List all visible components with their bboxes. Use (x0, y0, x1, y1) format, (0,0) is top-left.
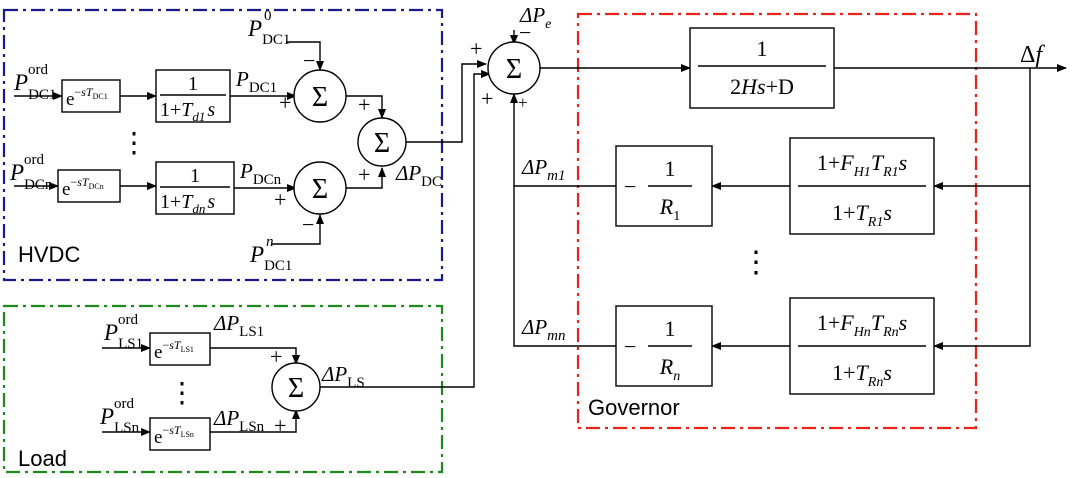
delay-lsn-expr: e−sTLSn (154, 423, 194, 448)
label-plsn-ord: PLSn (99, 404, 140, 436)
inertia-block (689, 27, 835, 109)
sum-dc1-minus: − (303, 48, 315, 73)
sum-dcn-plus: + (274, 187, 286, 212)
droop-1-num: 1 (665, 156, 676, 181)
hvdc-frame (2, 8, 444, 282)
sum-ls-symbol: Σ (288, 373, 304, 404)
dots-hvdc-delay: ⋮ (120, 128, 148, 159)
sum-dc-plus-bottom: + (358, 162, 370, 187)
label-pdc1-ord: PDC1 (13, 70, 56, 103)
label-plsn-ord-sup: ord (114, 396, 134, 412)
label-dpm1: ΔPm1 (521, 155, 566, 184)
label-pdc1: PDC1 (235, 67, 277, 96)
lag-block-d1 (155, 69, 231, 123)
label-pdc1-n-sup: n (266, 234, 274, 250)
load-label: Load (18, 446, 67, 471)
lag-d1-num: 1 (188, 73, 198, 95)
label-pdcn: PDCn (239, 159, 282, 188)
inertia-num: 1 (757, 36, 768, 61)
sum-dc-symbol: Σ (374, 128, 390, 159)
label-dpls: ΔPLS (321, 362, 365, 391)
dots-load-delay: ⋮ (168, 378, 196, 409)
droop-n-neg: − (624, 334, 636, 359)
label-pdc1-zero: PDC1 (247, 16, 290, 48)
delay-block-lsn (149, 417, 211, 451)
label-pdc1-ord-sup: ord (28, 62, 48, 78)
sum-ls-plus-bottom: + (274, 413, 286, 438)
sum-main-plus-bottom-left: + (481, 86, 493, 111)
label-dpls1: ΔPLS1 (213, 311, 264, 340)
sum-dc1-symbol: Σ (312, 82, 328, 113)
sum-junction-dcn (293, 161, 347, 215)
label-dplsn: ΔPLSn (213, 406, 265, 435)
label-dpmn: ΔPmn (521, 315, 566, 344)
sum-junction-dc (357, 117, 407, 167)
label-dpdc: ΔPDC (395, 161, 442, 190)
delay-block-dc1 (61, 79, 121, 113)
sum-dc-plus-top: + (358, 92, 370, 117)
sum-main-symbol: Σ (506, 54, 522, 85)
droop-1-den: R1 (659, 194, 680, 224)
delay-dc1-expr: e−sTDC1 (66, 85, 108, 110)
sum-junction-dc1 (293, 69, 347, 123)
droop-n-den: Rn (659, 354, 680, 384)
sum-main-minus: − (519, 20, 531, 45)
label-pdc1-n: PDC1 (249, 242, 292, 274)
reheat-n-num: 1+FHnTRns (817, 310, 907, 340)
label-df: Δf (1020, 42, 1045, 68)
delay-block-ls1 (149, 332, 211, 366)
sum-dc1-plus: + (279, 90, 291, 115)
sum-ls-plus-top: + (270, 344, 282, 369)
droop-1-neg: − (624, 174, 636, 199)
delay-dcn-expr: e−sTDCn (62, 175, 104, 200)
droop-n-num: 1 (665, 316, 676, 341)
delay-block-dcn (57, 169, 121, 203)
governor-frame (576, 12, 978, 430)
label-pdc1-zero-sup: 0 (264, 8, 272, 24)
sum-main-plus-bottom: + (518, 93, 528, 112)
signal-wires (14, 30, 1067, 436)
reheat-n-den: 1+TRns (832, 360, 892, 390)
label-pdcn-ord: PDCn (9, 160, 53, 193)
sum-main-plus-left: + (470, 36, 482, 61)
sum-dcn-minus: − (302, 212, 314, 237)
inertia-den: 2Hs+D (730, 74, 794, 99)
lag-dn-num: 1 (190, 165, 200, 187)
lag-block-dn (155, 161, 235, 215)
reheat-1-den: 1+TR1s (832, 200, 892, 230)
reheat-1-num: 1+FH1TR1s (817, 150, 907, 180)
label-pls1-ord: PLS1 (103, 320, 143, 352)
hvdc-label: HVDC (18, 242, 80, 267)
sum-dcn-symbol: Σ (312, 174, 328, 205)
dots-governor: ⋮ (741, 246, 771, 279)
load-frame (2, 304, 444, 474)
label-pdcn-ord-sup: ord (24, 152, 44, 168)
delay-ls1-expr: e−sTLS1 (154, 338, 194, 363)
label-dpe: ΔPe (519, 3, 551, 32)
sum-junction-main (487, 41, 541, 95)
governor-label: Governor (588, 395, 680, 420)
sum-junction-ls (271, 362, 321, 412)
label-pls1-ord-sup: ord (118, 312, 138, 328)
